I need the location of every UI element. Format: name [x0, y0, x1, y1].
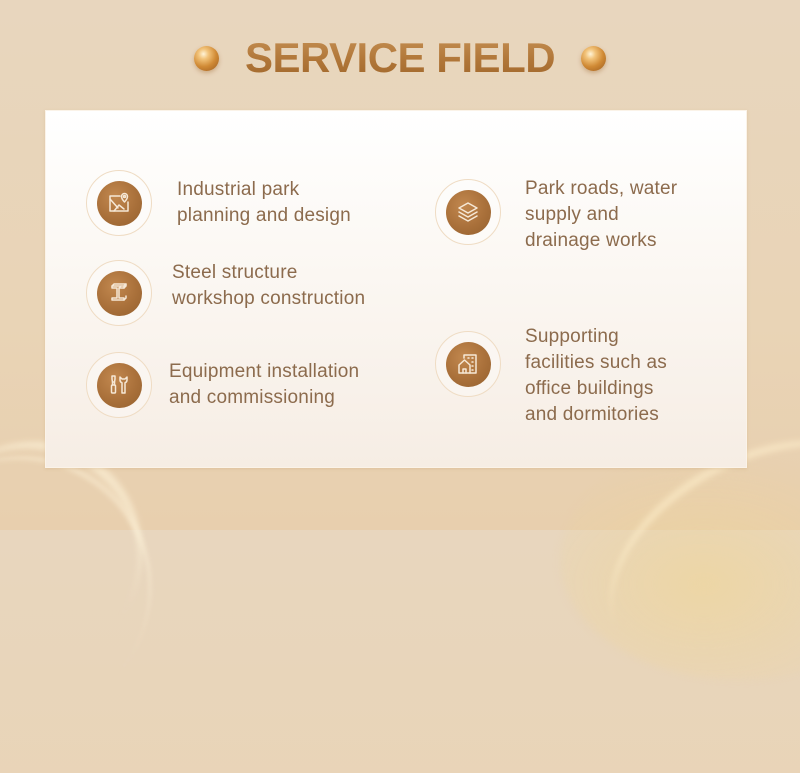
- service-item-park-roads: Park roads, water supply and drainage wo…: [435, 170, 677, 254]
- icon-ring: [435, 331, 501, 397]
- page-title: SERVICE FIELD: [245, 30, 556, 86]
- service-label-line: Supporting: [525, 326, 619, 347]
- icon-ring: [86, 260, 152, 326]
- map-pin-icon: [96, 180, 142, 226]
- service-label-line: and commissioning: [169, 387, 336, 408]
- icon-ring: [86, 352, 152, 418]
- background-swirl: [560, 440, 800, 680]
- service-label-line: and dormitories: [525, 404, 659, 425]
- service-label-line: planning and design: [177, 205, 351, 226]
- service-label-line: drainage works: [525, 230, 657, 251]
- icon-ring: [86, 170, 152, 236]
- service-label: Steel structure workshop construction: [172, 260, 365, 312]
- service-item-steel-structure: Steel structure workshop construction: [86, 260, 365, 326]
- gold-orb-right-icon: [581, 45, 607, 71]
- service-label-line: supply and: [525, 204, 619, 225]
- icon-ring: [435, 179, 501, 245]
- service-item-equipment-installation: Equipment installation and commissioning: [86, 352, 359, 418]
- layers-icon: [445, 189, 491, 235]
- tools-icon: [96, 362, 142, 408]
- service-label-line: facilities such as: [525, 352, 667, 373]
- buildings-icon: [445, 341, 491, 387]
- service-label: Equipment installation and commissioning: [169, 359, 359, 411]
- service-item-supporting-facilities: Supporting facilities such as office bui…: [435, 300, 667, 428]
- service-item-park-planning: Industrial park planning and design: [86, 170, 351, 236]
- steel-beam-icon: [96, 270, 142, 316]
- service-label: Park roads, water supply and drainage wo…: [525, 176, 677, 254]
- service-label-line: Equipment installation: [169, 361, 360, 382]
- service-label: Industrial park planning and design: [177, 177, 351, 229]
- service-label-line: office buildings: [525, 378, 654, 399]
- service-label-line: Park roads, water: [525, 178, 678, 199]
- service-label-line: Steel structure: [172, 262, 298, 283]
- service-label-line: Industrial park: [177, 179, 300, 200]
- service-label: Supporting facilities such as office bui…: [525, 324, 667, 428]
- services-panel: [45, 110, 747, 468]
- gold-orb-left-icon: [193, 45, 219, 71]
- header: SERVICE FIELD: [0, 30, 800, 86]
- service-label-line: workshop construction: [172, 288, 366, 309]
